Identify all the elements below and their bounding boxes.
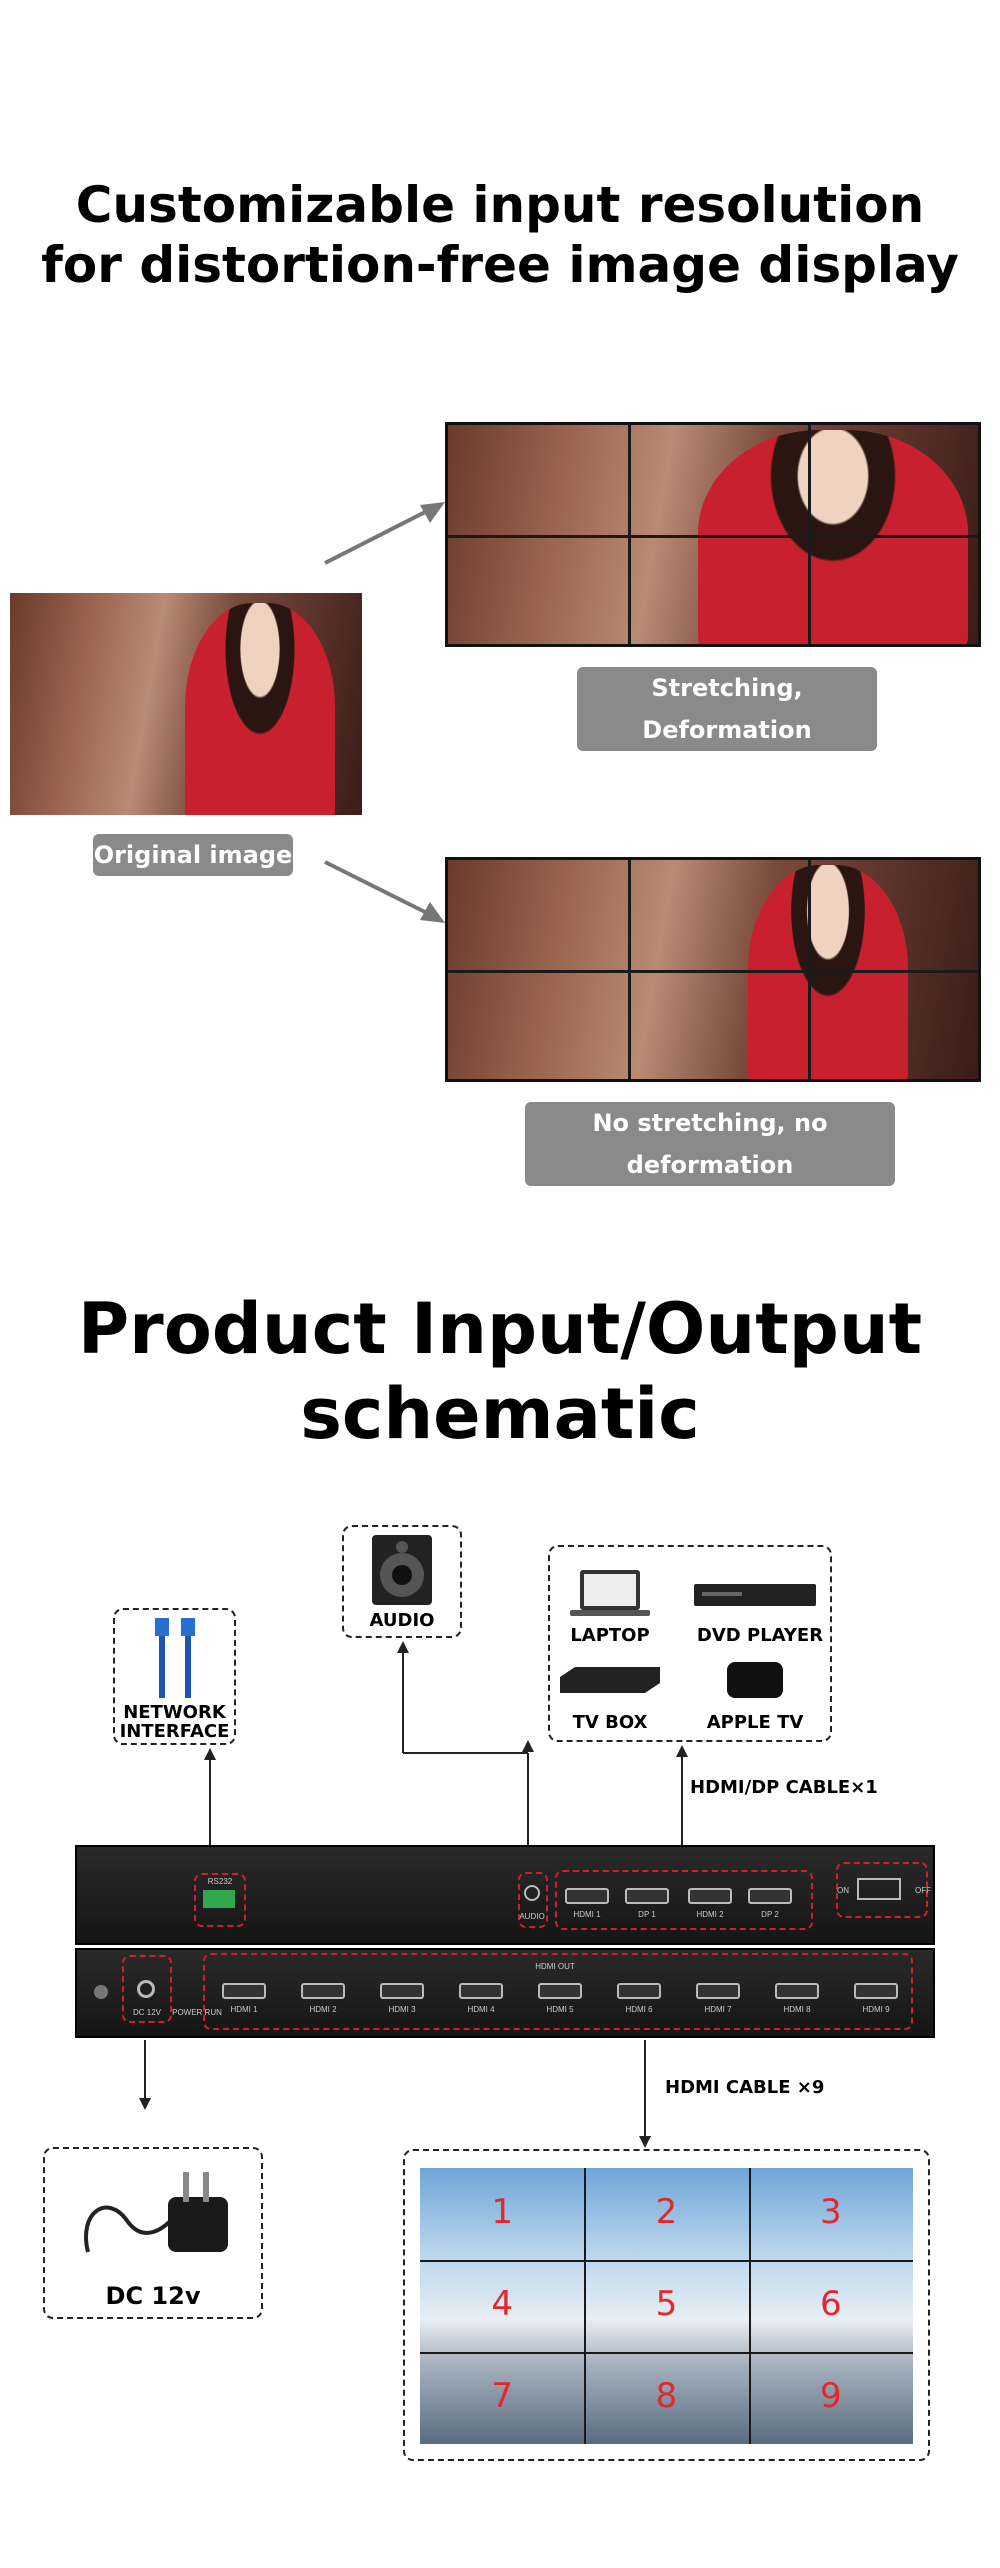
dc-adapter-box: [43, 2147, 263, 2319]
wall-divider-horizontal: [420, 2352, 913, 2354]
output-label-hdmi2: HDMI 2: [309, 2005, 337, 2014]
wall-tile-7: 7: [491, 2376, 513, 2416]
video-wall: [420, 2168, 913, 2444]
hdmi-dp-cable-label: HDMI/DP CABLE×1: [690, 1777, 878, 1798]
output-label-hdmi3: HDMI 3: [388, 2005, 416, 2014]
output-port-hdmi2[interactable]: [301, 1983, 345, 1999]
output-port-hdmi5[interactable]: [538, 1983, 582, 1999]
section1-title-line2: for distortion-free image display: [41, 236, 959, 294]
apple-tv-icon: [727, 1662, 783, 1698]
appletv-label: APPLE TV: [706, 1712, 804, 1733]
dc12v-label: DC 12v: [105, 2282, 201, 2310]
connection-lines: [139, 1641, 688, 2148]
arrow-up-right: [324, 502, 445, 565]
original-image-label: Original image: [93, 834, 293, 876]
wall-tile-9: 9: [820, 2376, 842, 2416]
output-port-hdmi6[interactable]: [617, 1983, 661, 1999]
input-label-dp2: DP 2: [761, 1910, 779, 1919]
rs232-highlight: [194, 1873, 246, 1927]
wall-divider-vertical: [748, 2168, 751, 2444]
audio-box: [342, 1525, 462, 1638]
output-label-hdmi8: HDMI 8: [783, 2005, 811, 2014]
nostretch-label: No stretching, no deformation: [525, 1102, 895, 1186]
power-switch[interactable]: [857, 1878, 901, 1900]
audio-jack[interactable]: [524, 1885, 540, 1901]
stretch-label: Stretching, Deformation: [577, 667, 877, 751]
input-port-dp2[interactable]: [748, 1888, 792, 1904]
input-label-dp1: DP 1: [638, 1910, 656, 1919]
section2-title-line1: Product Input/Output: [77, 1288, 923, 1370]
dc-port-highlight: [122, 1955, 172, 2023]
output-port-hdmi9[interactable]: [854, 1983, 898, 1999]
output-label-hdmi1: HDMI 1: [230, 2005, 258, 2014]
dvd-player-icon: [694, 1584, 816, 1606]
arrow-down-right: [324, 860, 445, 923]
switch-on-label: ON: [837, 1886, 849, 1895]
tvbox-label: TV BOX: [572, 1712, 648, 1733]
rs232-label: RS232: [207, 1877, 233, 1886]
speaker-icon: [372, 1535, 432, 1605]
dc-jack[interactable]: [137, 1980, 155, 1998]
inputs-highlight: [555, 1870, 813, 1930]
hdmi-cable-label: HDMI CABLE ×9: [665, 2077, 825, 2098]
output-label-hdmi7: HDMI 7: [704, 2005, 732, 2014]
wall-tile-5: 5: [655, 2284, 678, 2324]
output-port-hdmi8[interactable]: [775, 1983, 819, 1999]
original-image: [10, 593, 362, 815]
network-cable-icon: [155, 1618, 195, 1698]
rs232-terminal[interactable]: [203, 1890, 235, 1908]
hdmi-out-label: HDMI OUT: [535, 1962, 575, 1971]
network-label-line1: NETWORK: [123, 1702, 226, 1723]
laptop-label: LAPTOP: [570, 1625, 650, 1646]
section1-title-line1: Customizable input resolution: [75, 176, 925, 234]
section2-title-line2: schematic: [300, 1373, 700, 1455]
power-run-label: POWER RUN: [172, 2008, 222, 2017]
wall-divider-vertical: [584, 2168, 587, 2444]
network-label-line2: INTERFACE: [119, 1721, 230, 1742]
output-port-hdmi4[interactable]: [459, 1983, 503, 1999]
wall-tile-4: 4: [491, 2284, 513, 2324]
dvd-label: DVD PLAYER: [696, 1625, 824, 1646]
output-port-hdmi1[interactable]: [222, 1983, 266, 1999]
sources-box: [548, 1545, 832, 1742]
ground-screw: [94, 1985, 108, 1999]
output-label-hdmi6: HDMI 6: [625, 2005, 653, 2014]
output-port-hdmi3[interactable]: [380, 1983, 424, 1999]
input-label-hdmi2: HDMI 2: [696, 1910, 724, 1919]
wall-tile-3: 3: [820, 2192, 842, 2232]
network-box: [113, 1608, 236, 1745]
dc-port-label: DC 12V: [132, 2008, 161, 2017]
switch-off-label: OFF: [915, 1886, 931, 1895]
input-port-hdmi2[interactable]: [688, 1888, 732, 1904]
laptop-icon: [570, 1570, 650, 1616]
wall-tile-8: 8: [655, 2376, 678, 2416]
tv-box-icon: [560, 1667, 660, 1693]
output-label-hdmi5: HDMI 5: [546, 2005, 574, 2014]
audio-label: AUDIO: [369, 1610, 435, 1631]
output-port-hdmi7[interactable]: [696, 1983, 740, 1999]
input-port-dp1[interactable]: [625, 1888, 669, 1904]
video-wall-box: [403, 2149, 930, 2461]
stretched-image-wall: [445, 422, 981, 647]
wall-tile-1: 1: [491, 2192, 513, 2232]
power-adapter-icon: [84, 2172, 228, 2253]
wall-divider-horizontal: [420, 2260, 913, 2262]
wall-tile-2: 2: [655, 2192, 678, 2232]
audio-port-label: AUDIO: [519, 1912, 545, 1921]
input-label-hdmi1: HDMI 1: [573, 1910, 601, 1919]
power-switch-highlight: [836, 1862, 928, 1918]
input-port-hdmi1[interactable]: [565, 1888, 609, 1904]
outputs-highlight: [203, 1953, 913, 2030]
audio-port-highlight: [518, 1872, 548, 1928]
output-label-hdmi9: HDMI 9: [862, 2005, 890, 2014]
nostretch-image-wall: [445, 857, 981, 1082]
wall-tile-6: 6: [820, 2284, 842, 2324]
output-label-hdmi4: HDMI 4: [467, 2005, 495, 2014]
